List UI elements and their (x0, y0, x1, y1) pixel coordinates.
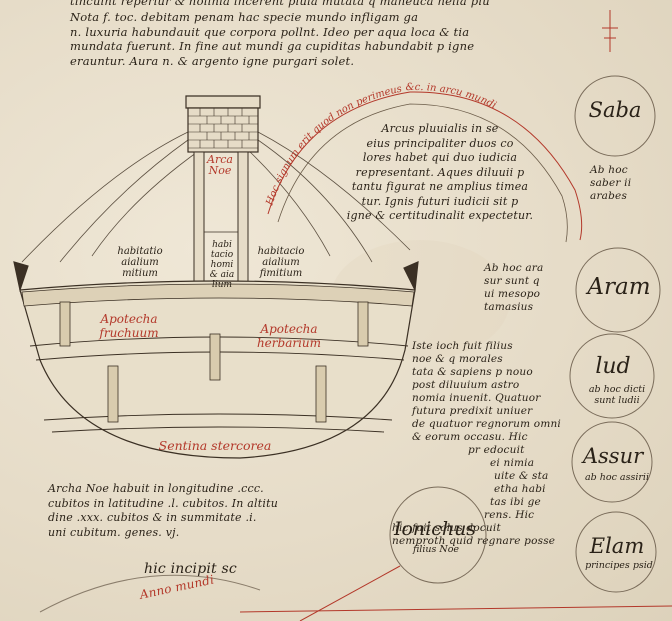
text-line: Archa Noe habuit in longitudine .ccc. (48, 482, 264, 495)
text-line: Iste ioch fuit filius (412, 340, 513, 352)
noe-word: Noe (208, 164, 232, 177)
circle-elam: Elam (589, 534, 645, 558)
arcus-line: lores habet qui duo iudicia (362, 151, 518, 164)
label-line: habitacio (257, 246, 305, 257)
text-line: & eorum occasu. Hic (412, 431, 528, 443)
text-line: de quatuor regnorum omni (412, 418, 561, 430)
text-line: tata & sapiens p nouo (412, 366, 533, 378)
text-line: noe & q morales (412, 353, 503, 365)
lud-note: ab hoc dicti sunt ludii (588, 384, 646, 406)
red-lines (239, 10, 672, 621)
ionichus-note: filius Noe (412, 544, 460, 555)
arcus-line: eius principaliter duos co (366, 136, 514, 150)
label-line: Apotecha (260, 322, 318, 336)
text-line: futura predixit uniuer (412, 405, 533, 417)
nota-line: Nota f. toc. debitam penam hac specie mu… (70, 10, 419, 24)
archa-noe-paragraph: Archa Noe habuit in longitudine .ccc. cu… (48, 482, 388, 540)
text-line: ei nimia (490, 457, 535, 469)
text-line: uite & sta (494, 470, 549, 482)
ark-tower (185, 95, 261, 333)
circle-aram: Aram (587, 274, 651, 300)
circle-ionichus: Ionichus (393, 518, 477, 540)
arcus-line: tantu figurat ne amplius timea (351, 180, 529, 193)
sentina-label: Sentina stercorea (158, 438, 272, 453)
label-line: fruchuum (99, 326, 159, 340)
apotecha-left-label: Apotecha fruchuum (84, 312, 174, 340)
abhoc-aram-paragraph: Ab hoc ara sur sunt q ui mesopo tamasius (484, 262, 579, 314)
label-line: habitatio (117, 246, 163, 257)
text-line: rens. Hic (484, 509, 535, 521)
label-line: fimitium (259, 268, 303, 279)
text-line: post diluuium astro (412, 379, 520, 391)
arcus-line: representant. Aques diluuii p (355, 165, 525, 179)
label-line: & aia (209, 270, 235, 280)
text-line: ui mesopo (484, 288, 541, 300)
arcus-line: Arcus pluuialis in se (381, 122, 499, 135)
elam-note: principes psid (585, 560, 653, 571)
arcus-line: igne & certitudinalit expectetur. (346, 209, 534, 222)
label-line: aialium (262, 257, 300, 268)
nota-line: mundata fuerunt. In fine aut mundi ga cu… (70, 39, 475, 53)
label-line: aialium (121, 257, 159, 268)
circle-lud: lud (595, 354, 631, 379)
habitatio-left-label: habitatio aialium mitium (108, 246, 172, 279)
circle-assur: Assur (582, 444, 644, 468)
label-line: homi (210, 260, 234, 270)
assur-note: ab hoc assirii (584, 472, 649, 483)
genealogy-circles (39, 75, 661, 613)
nota-paragraph: Nota f. toc. debitam penam hac specie mu… (70, 10, 590, 68)
apotecha-right-label: Apotecha herbarium (244, 322, 334, 350)
text-line: dine .xxx. cubitos & in summitate .i. (48, 511, 257, 524)
label-line: tacio (210, 250, 234, 260)
habitatio-center-label: habi tacio homi & aia lium (202, 240, 242, 290)
rainbow-arc (267, 91, 583, 243)
text-line: Ab hoc ara (484, 262, 544, 274)
bottom-line: hic incipit sc (144, 561, 237, 577)
text-line: hic fuit salus docuit (392, 522, 501, 534)
text-line: Ab hoc (590, 164, 628, 176)
arca-noe-label: Arca Noe (198, 154, 242, 176)
text-line: saber ii (590, 177, 632, 189)
arca-word: Arca (207, 153, 233, 166)
arcus-line: tur. Ignis futuri iudicii sit p (361, 194, 519, 208)
text-line: etha habi (494, 483, 546, 495)
text-line: cubitos in latitudine .l. cubitos. In al… (48, 496, 278, 510)
habitatio-right-label: habitacio aialium fimitium (248, 246, 314, 279)
text-line: arabes (590, 190, 628, 202)
label-line: Apotecha (100, 312, 158, 326)
circle-saba: Saba (588, 98, 642, 122)
text-line: uni cubitum. genes. vj. (48, 525, 180, 539)
text-line: pr edocuit (468, 444, 525, 456)
label-line: mitium (122, 268, 158, 279)
text-line: nomia inuenit. Quatuor (412, 392, 541, 404)
ark-hull (13, 261, 419, 459)
saba-note: Ab hoc saber ii arabes (590, 164, 660, 203)
label-line: lium (211, 280, 233, 290)
text-line: tas ibi ge (490, 496, 541, 508)
nota-line: n. luxuria habundauit que corpora pollnt… (70, 24, 470, 39)
arcus-paragraph: Arcus pluuialis in se eius principaliter… (330, 122, 550, 224)
label-line: habi (212, 240, 232, 250)
top-fragment: tincuint reperiur & hoiinia incerent plu… (70, 0, 490, 8)
text-line: tamasius (484, 301, 534, 313)
text-line: nemproth quid regnare posse (392, 535, 556, 547)
text-line: sur sunt q (484, 275, 540, 287)
label-line: herbarium (256, 336, 322, 350)
rigging-lines (21, 131, 411, 263)
nota-line: erauntur. Aura n. & argento igne purgari… (70, 53, 355, 68)
iste-ioch-paragraph: Iste ioch fuit filius noe & q morales ta… (392, 340, 572, 548)
